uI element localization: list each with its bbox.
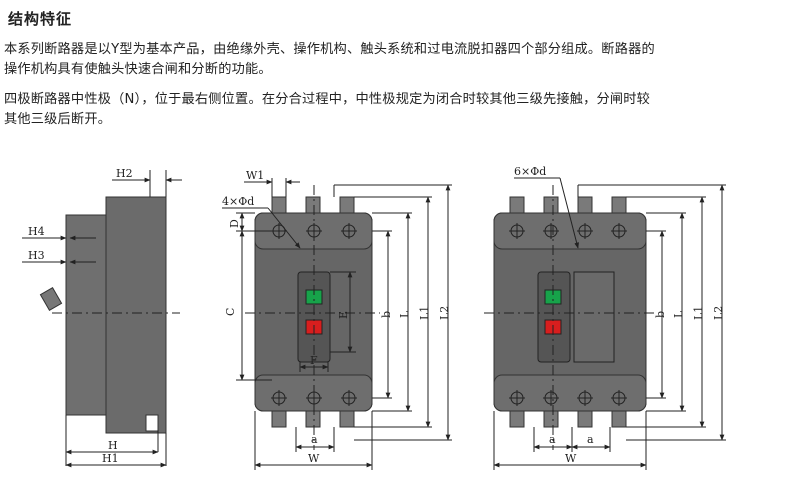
paragraph-line: 其他三级后断开。 (4, 112, 112, 127)
paragraph-line: 四极断路器中性极（N），位于最右侧位置。在分合过程中，中性极规定为闭合时较其他三… (4, 92, 651, 107)
mounting-hole (271, 223, 357, 406)
label-f: F (310, 354, 318, 367)
side-terminal (145, 414, 159, 432)
label-a2: a (587, 433, 594, 446)
label-a1: a (549, 433, 556, 446)
label-h1: H1 (102, 452, 119, 465)
label-l2: L2 (712, 306, 725, 320)
label-w: W (308, 452, 320, 465)
label-holes: 4×Φd (222, 195, 254, 208)
label-l: L (398, 310, 411, 318)
label-b: b (654, 311, 667, 318)
four-pole-front-view: 6×Φd b L L1 L2 a a W (484, 165, 726, 470)
label-h2: H2 (116, 167, 133, 180)
mounting-hole (509, 223, 627, 406)
section-heading: 结构特征 (8, 10, 73, 28)
label-h4: H4 (28, 225, 45, 238)
label-l1: L1 (692, 306, 705, 320)
paragraph-structure: 本系列断路器是以Y型为基本产品，由绝缘外壳、操作机构、触头系统和过电流脱扣器四个… (4, 40, 655, 80)
side-body-rear (65, 214, 109, 416)
label-e: E (337, 311, 350, 319)
label-w1: W1 (246, 169, 264, 182)
label-holes: 6×Φd (514, 165, 546, 178)
cover-panel (573, 271, 615, 363)
label-l: L (672, 310, 685, 318)
label-d: D (228, 219, 241, 228)
side-view: H2 H4 H3 H H1 (22, 167, 182, 468)
label-h: H (108, 439, 118, 452)
paragraph-line: 操作机构具有使触头快速合闸和分断的功能。 (4, 62, 272, 77)
lower-band (493, 374, 647, 412)
label-h3: H3 (28, 249, 45, 262)
three-pole-front-view: W1 4×Φd D C E F b L L1 (222, 169, 452, 470)
label-l1: L1 (418, 306, 431, 320)
handle-window (537, 271, 571, 363)
side-handle (39, 287, 63, 311)
label-l2: L2 (438, 306, 451, 320)
label-w: W (565, 452, 577, 465)
label-a: a (311, 433, 318, 446)
label-c: C (224, 308, 237, 316)
paragraph-neutral-pole: 四极断路器中性极（N），位于最右侧位置。在分合过程中，中性极规定为闭合时较其他三… (4, 90, 650, 130)
label-b: b (380, 311, 393, 318)
side-body-front (105, 196, 167, 434)
paragraph-line: 本系列断路器是以Y型为基本产品，由绝缘外壳、操作机构、触头系统和过电流脱扣器四个… (4, 42, 655, 57)
